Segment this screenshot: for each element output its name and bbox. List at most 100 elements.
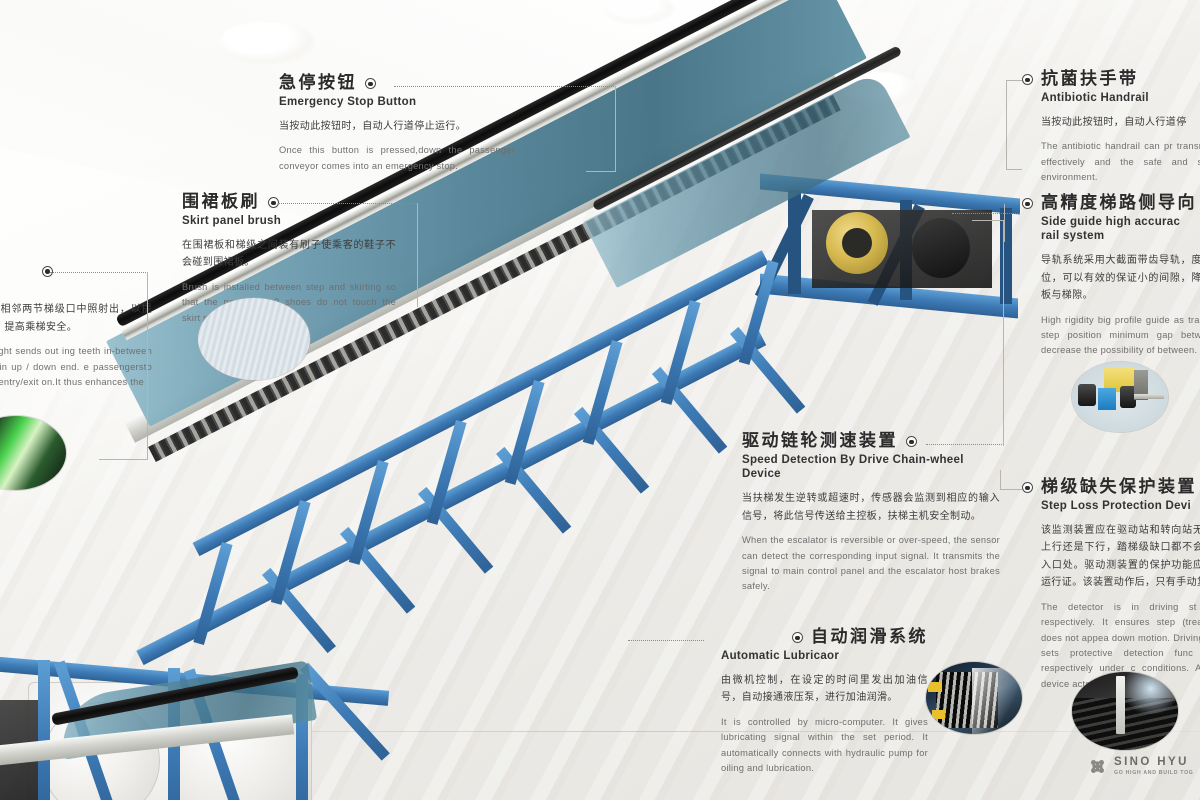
callout-automatic-lubricator[interactable]: 自动润滑系统 Automatic Lubricaor 由微机控制，在设定的时间里… (702, 627, 928, 776)
brand-logo: SINO HYU GO HIGH AND BUILD TOG (1088, 756, 1194, 776)
leader-line-emergency-stop-drop (615, 86, 616, 172)
leader-line-automatic-lubricator (628, 640, 704, 641)
callout-chinese-title: 驱动链轮测速装置 (742, 431, 898, 451)
callout-chinese-body: 由微机控制，在设定的时间里发出加油信号，自动接通液压泵，进行加油润滑。 (721, 674, 928, 704)
callout-english-body: fluorescent light sends out ing teeth in… (0, 346, 152, 388)
lubricator-yellow-marker (928, 682, 942, 692)
callout-skirt-panel-brush[interactable]: 围裙板刷 Skirt panel brush 在围裙板和梯级之间装有刷子使乘客的… (182, 192, 396, 326)
leader-line-step-loss-riser (1000, 470, 1001, 490)
leader-line-comb-lamp (50, 272, 148, 273)
callout-bullet-icon (268, 197, 279, 209)
callout-bullet-icon (365, 78, 376, 90)
callout-header: 急停按钮 (279, 73, 515, 94)
callout-step-loss-protection[interactable]: 梯级缺失保护装置 Step Loss Protection Devi 该监测装置… (1022, 477, 1200, 692)
callout-bullet-icon (1022, 198, 1033, 210)
callout-chinese-title: 高精度梯路侧导向 (1041, 193, 1197, 213)
lubricator-yellow-marker (932, 710, 945, 719)
leader-line-emergency-stop (394, 86, 616, 87)
step-loss-detector-post (1116, 676, 1125, 734)
brand-text-block: SINO HYU GO HIGH AND BUILD TOG (1114, 756, 1194, 776)
drive-chain-wheel-hub (842, 228, 872, 258)
guide-rail-roller-right (1120, 386, 1136, 408)
callout-english-title: Emergency Stop Button (279, 95, 417, 108)
callout-bullet-icon (42, 266, 53, 277)
callout-chinese-title: 梯级缺失保护装置 (1041, 477, 1197, 497)
callout-header: 自动润滑系统 (702, 627, 928, 648)
callout-emergency-stop-button[interactable]: 急停按钮 Emergency Stop Button 当按动此按钮时，自动人行道… (279, 73, 515, 174)
callout-english-body: It is controlled by micro-computer. It g… (721, 716, 928, 773)
leader-line-comb-lamp-foot (99, 459, 147, 460)
brand-tagline: GO HIGH AND BUILD TOG (1114, 770, 1194, 776)
leader-line-speed-detection-riser (1003, 220, 1004, 446)
ceiling-lamp-icon (604, 0, 674, 24)
callout-speed-detection[interactable]: 驱动链轮测速装置 Speed Detection By Drive Chain-… (742, 431, 1000, 595)
callout-bullet-icon (792, 632, 803, 644)
callout-chinese-body: 该监测装置应在驱动站和转向站无论设备上行还是下行，踏梯级缺口都不会出现在入口处。… (1041, 524, 1200, 589)
callout-english-title-line1: Speed Detection By Drive Chain-wheel (742, 453, 964, 466)
callout-header: 驱动链轮测速装置 (742, 431, 1000, 452)
leader-line-antibiotic-handrail-head (1006, 80, 1022, 81)
callout-comb-lamp[interactable]: lamp 从上/下端部相邻两节梯级口中照射出，以提醒乘客注意，提高乘梯安全。 f… (0, 266, 152, 390)
lubricator-highlight (972, 668, 1022, 734)
guide-rail-roller-left (1078, 384, 1096, 406)
callout-english-body: When the escalator is reversible or over… (742, 535, 1000, 592)
leader-line-skirt-brush-drop (417, 203, 418, 307)
leader-line-skirt-brush (278, 203, 418, 204)
leader-line-side-guide-rail-drop (1004, 204, 1005, 242)
callout-english-title-line2: Device (742, 467, 781, 480)
leader-line-speed-detection-head (972, 220, 1004, 221)
leader-line-step-loss-head (1000, 489, 1022, 490)
step-inset-glow (1124, 672, 1178, 714)
callout-english-body: High rigidity big profile guide as trans… (1041, 314, 1200, 356)
callout-chinese-title: 急停按钮 (279, 73, 357, 93)
callout-english-title: Automatic Lubricaor (721, 649, 840, 662)
callout-chinese-body: 当按动此按钮时，自动人行道停 (1041, 116, 1187, 128)
truss-web-member (193, 542, 233, 646)
guide-rail-photo-inset (1072, 362, 1168, 432)
callout-english-title: Antibiotic Handrail (1041, 91, 1149, 104)
callout-side-guide-rail-system[interactable]: 高精度梯路侧导向 Side guide high accurac rail sy… (1022, 193, 1200, 359)
callout-chinese-body: 从上/下端部相邻两节梯级口中照射出，以提醒乘客注意，提高乘梯安全。 (0, 304, 152, 333)
callout-english-body: The antibiotic handrail can pr transmiss… (1041, 141, 1200, 183)
callout-english-title: lamp (0, 278, 152, 292)
leader-line-antibiotic-handrail-foot (1006, 169, 1022, 170)
callout-header: 抗菌扶手带 (1022, 69, 1200, 90)
callout-header: 梯级缺失保护装置 (1022, 477, 1200, 498)
callout-header (0, 266, 152, 277)
leader-line-comb-lamp-drop (147, 272, 148, 460)
truss-web-member (730, 326, 806, 414)
callout-chinese-body: 在围裙板和梯级之间装有刷子使乘客的鞋子不会碰到围裙板。 (182, 239, 396, 269)
skirt-brush-photo-inset (198, 298, 310, 380)
callout-bullet-icon (1022, 482, 1033, 494)
leader-line-speed-detection (926, 444, 1004, 445)
callout-header: 围裙板刷 (182, 192, 396, 213)
callout-english-title-line2: rail system (1041, 229, 1105, 242)
callout-english-body: Once this button is pressed,down the pas… (279, 145, 515, 171)
lubricator-photo-inset (926, 662, 1022, 734)
callout-english-title: Skirt panel brush (182, 214, 282, 227)
callout-antibiotic-handrail[interactable]: 抗菌扶手带 Antibiotic Handrail 当按动此按钮时，自动人行道停… (1022, 69, 1200, 185)
callout-chinese-body: 导轨系统采用大截面带齿导轨，度横向定位，可以有效的保证小的间隙，降低了裙板与梯隙… (1041, 255, 1200, 302)
callout-header: 高精度梯路侧导向 (1022, 193, 1200, 214)
callout-chinese-title: 自动润滑系统 (811, 627, 928, 647)
step-loss-photo-inset (1072, 672, 1178, 750)
background-floor-line (0, 731, 1200, 732)
sino-hyundai-logo-icon (1088, 757, 1107, 776)
leader-line-antibiotic-handrail (1006, 80, 1007, 170)
callout-english-title: Step Loss Protection Devi (1041, 499, 1192, 512)
upper-landing-motor (912, 218, 970, 278)
guide-rail-blue-roller (1098, 388, 1116, 410)
leader-line-emergency-stop-foot (586, 171, 616, 172)
upper-landing-truss-post (1000, 208, 1012, 304)
callout-chinese-body: 当扶梯发生逆转或超速时，传感器会监测到相应的输入信号，将此信号传送给主控板，扶梯… (742, 493, 1000, 522)
guide-rail-shaft (1134, 394, 1164, 399)
brand-name: SINO HYU (1114, 756, 1189, 768)
callout-chinese-title: 围裙板刷 (182, 192, 260, 212)
callout-chinese-body: 当按动此按钮时，自动人行道停止运行。 (279, 120, 467, 132)
leader-line-side-guide-rail (952, 213, 1020, 214)
callout-bullet-icon (906, 436, 917, 448)
guide-rail-bracket (1134, 370, 1148, 400)
callout-bullet-icon (1022, 74, 1033, 86)
callout-chinese-title: 抗菌扶手带 (1041, 69, 1139, 89)
